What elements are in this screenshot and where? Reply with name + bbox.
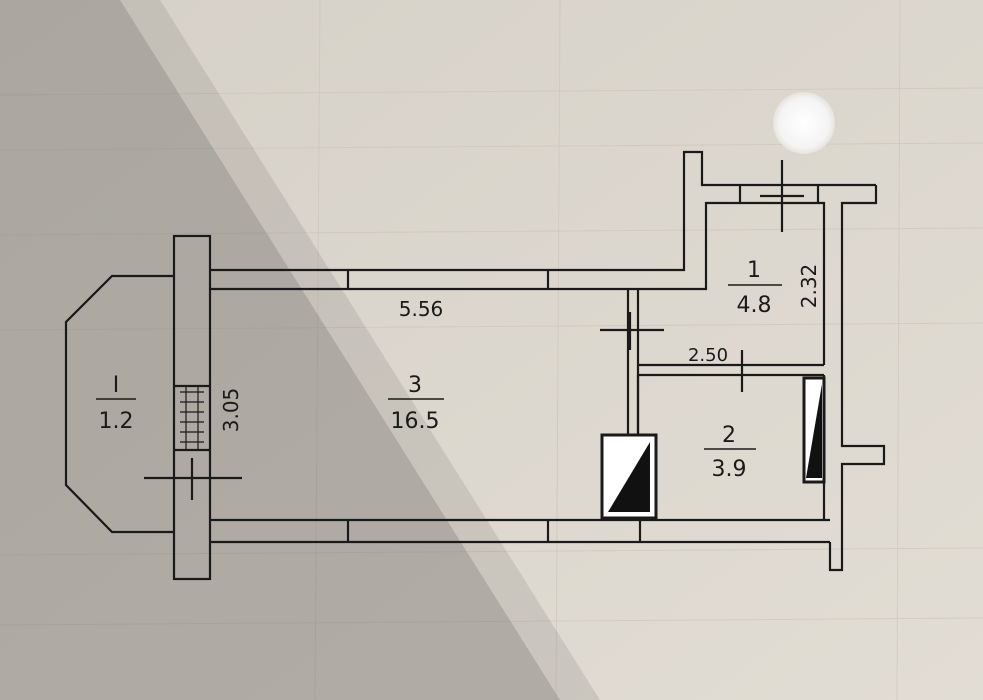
ventilation-shaft-left bbox=[600, 433, 658, 520]
room-number-room1: 1 bbox=[747, 258, 761, 283]
ventilation-shaft-right bbox=[802, 376, 826, 484]
light-reflection bbox=[773, 92, 835, 154]
shadow-band bbox=[0, 0, 560, 700]
dimension-room3-width: 5.56 bbox=[399, 297, 444, 321]
room-area-room1: 4.8 bbox=[737, 293, 772, 318]
room-area-room2: 3.9 bbox=[712, 457, 747, 482]
room-area-balcony: 1.2 bbox=[99, 409, 134, 434]
dimension-room3-depth: 3.05 bbox=[219, 388, 243, 433]
dimension-room1-length: 2.32 bbox=[797, 264, 821, 309]
shadow-band-edge bbox=[120, 0, 600, 700]
room-area-living: 16.5 bbox=[391, 409, 440, 434]
dimension-room2-width: 2.50 bbox=[688, 345, 728, 366]
room-number-balcony: I bbox=[113, 373, 120, 398]
room-number-living: 3 bbox=[408, 373, 422, 398]
room-number-room2: 2 bbox=[722, 423, 736, 448]
